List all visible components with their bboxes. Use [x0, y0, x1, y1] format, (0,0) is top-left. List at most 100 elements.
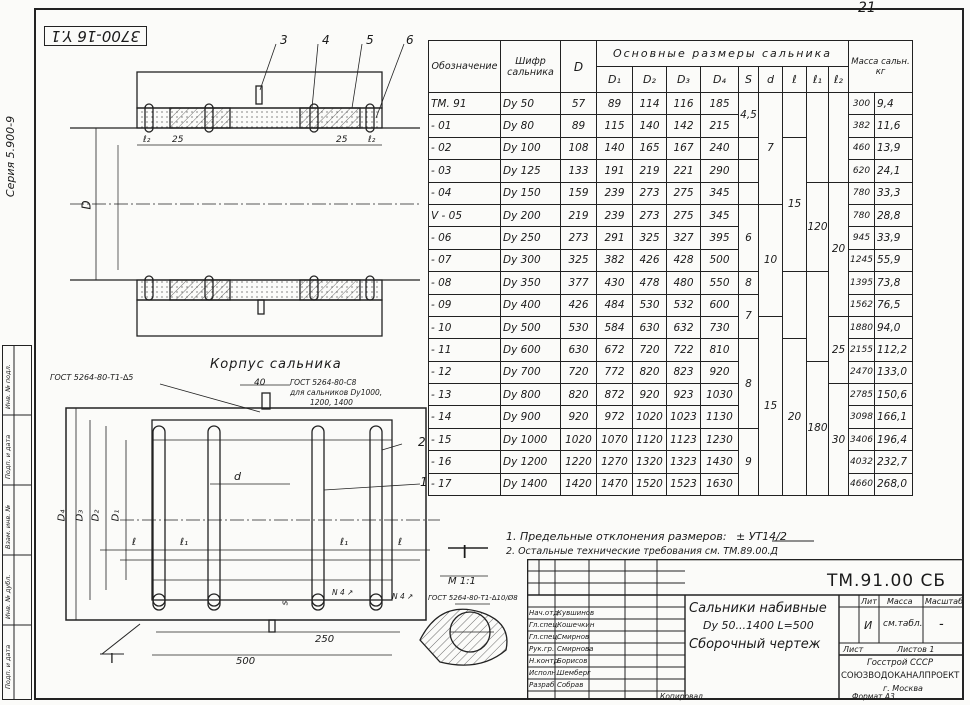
dim-25-right: 25: [336, 135, 348, 145]
cell-D3: 167: [666, 136, 701, 161]
cell-D2: 1520: [632, 472, 667, 497]
cell-length: 780: [848, 203, 875, 228]
cell-D4: 345: [700, 181, 739, 205]
cell-D1: 89: [596, 91, 633, 116]
sheet-frame: [34, 8, 964, 700]
cell-D: 630: [560, 338, 597, 362]
cell-code: Dy 250: [500, 226, 561, 250]
col-l2: ℓ₂: [828, 66, 849, 93]
cell-D1: 239: [596, 181, 633, 205]
cell-designation: - 11: [428, 338, 501, 362]
cell-D4: 1130: [700, 405, 739, 429]
cell-mass: 133,0: [874, 360, 913, 385]
cell-d: 10: [758, 203, 783, 317]
cell-D1: 872: [596, 383, 633, 407]
main-doc-code: ТМ.91.00 СБ: [827, 571, 947, 591]
cell-D3: 722: [666, 338, 701, 362]
cell-D: 57: [560, 91, 597, 116]
cell-D: 219: [560, 203, 597, 228]
cell-l: [782, 271, 807, 340]
side-strip-cell: Подп. и дата: [4, 644, 12, 689]
cell-code: Dy 700: [500, 360, 561, 385]
item-2-label: 2: [418, 435, 426, 449]
cell-S: 7: [738, 293, 759, 340]
gost-mid-note-3: 1200, 1400: [310, 398, 353, 407]
cell-D1: 584: [596, 315, 633, 340]
cell-l: 15: [782, 136, 807, 273]
stamp-role: Исполн.: [529, 669, 559, 677]
cell-D: 133: [560, 159, 597, 183]
cell-l1: 120: [806, 181, 829, 273]
col-D4: D₄: [700, 66, 739, 93]
col-S: S: [738, 66, 759, 93]
cell-designation: - 02: [428, 136, 501, 161]
cell-l2: 20: [828, 181, 849, 317]
cell-designation: - 17: [428, 472, 501, 497]
stamp-org-2: СОЮЗВОДОКАНАЛПРОЕКТ: [841, 671, 960, 681]
cell-length: 4660: [848, 472, 875, 497]
dim-l2-right: ℓ₂: [368, 135, 376, 145]
cell-D: 720: [560, 360, 597, 385]
stamp-role: Гл.спец.: [529, 633, 560, 641]
cell-designation: - 14: [428, 405, 501, 429]
stamp-name: Кувшинов: [557, 609, 595, 617]
cell-D2: 1320: [632, 450, 667, 474]
cell-D4: 240: [700, 136, 739, 161]
cell-l2: 25: [828, 315, 849, 385]
note-1-tolerance: ± УТ14/2: [736, 530, 787, 543]
cell-mass: 9,4: [874, 91, 913, 116]
cell-D3: 116: [666, 91, 701, 116]
cell-d: 15: [758, 315, 783, 497]
cell-D: 1020: [560, 427, 597, 452]
col-D3: D₃: [666, 66, 701, 93]
stamp-name: Кошечкин: [557, 621, 595, 629]
stamp-mass-value: см.табл.: [883, 619, 923, 629]
cell-code: Dy 125: [500, 159, 561, 183]
cell-mass: 112,2: [874, 338, 913, 362]
cell-length: 3098: [848, 405, 875, 429]
cell-mass: 232,7: [874, 450, 913, 474]
cell-D1: 1470: [596, 472, 633, 497]
side-strip-cell: Взам. инв. №: [4, 504, 12, 549]
cell-designation: ТМ. 91: [428, 91, 501, 116]
cell-D2: 325: [632, 226, 667, 250]
col-d: d: [758, 66, 783, 93]
item-1-label: 1: [420, 475, 428, 489]
cell-l1: [806, 271, 829, 362]
cell-D1: 140: [596, 136, 633, 161]
cell-D2: 1020: [632, 405, 667, 429]
cell-length: 1395: [848, 271, 875, 295]
cell-code: Dy 150: [500, 181, 561, 205]
page-number: 21: [858, 0, 876, 16]
cell-D: 1220: [560, 450, 597, 474]
cell-D: 89: [560, 114, 597, 138]
dim-250-label: 250: [315, 634, 335, 645]
cell-code: Dy 200: [500, 203, 561, 228]
cell-l2: 30: [828, 383, 849, 497]
cell-length: 945: [848, 226, 875, 250]
stamp-title-3: Сборочный чертеж: [689, 637, 821, 652]
cell-code: Dy 1200: [500, 450, 561, 474]
cell-D4: 345: [700, 203, 739, 228]
cell-code: Dy 1400: [500, 472, 561, 497]
stamp-name: Шемберг: [557, 669, 591, 677]
col-mass: Масса сальн. кг: [848, 40, 913, 93]
cell-D: 108: [560, 136, 597, 161]
section-mark-I: I: [110, 652, 114, 667]
cell-D4: 1230: [700, 427, 739, 452]
cell-D4: 185: [700, 91, 739, 116]
dim-s-label: s: [280, 600, 291, 606]
cell-S: [738, 181, 759, 205]
cell-D1: 239: [596, 203, 633, 228]
stamp-name: Собрав: [557, 681, 584, 689]
cell-D3: 327: [666, 226, 701, 250]
cell-D1: 484: [596, 293, 633, 317]
stamp-lit-value: И: [864, 619, 873, 632]
side-strip-cell: Подп. и дата: [4, 434, 12, 479]
cell-D1: 772: [596, 360, 633, 385]
cell-S: 4,5: [738, 92, 759, 138]
